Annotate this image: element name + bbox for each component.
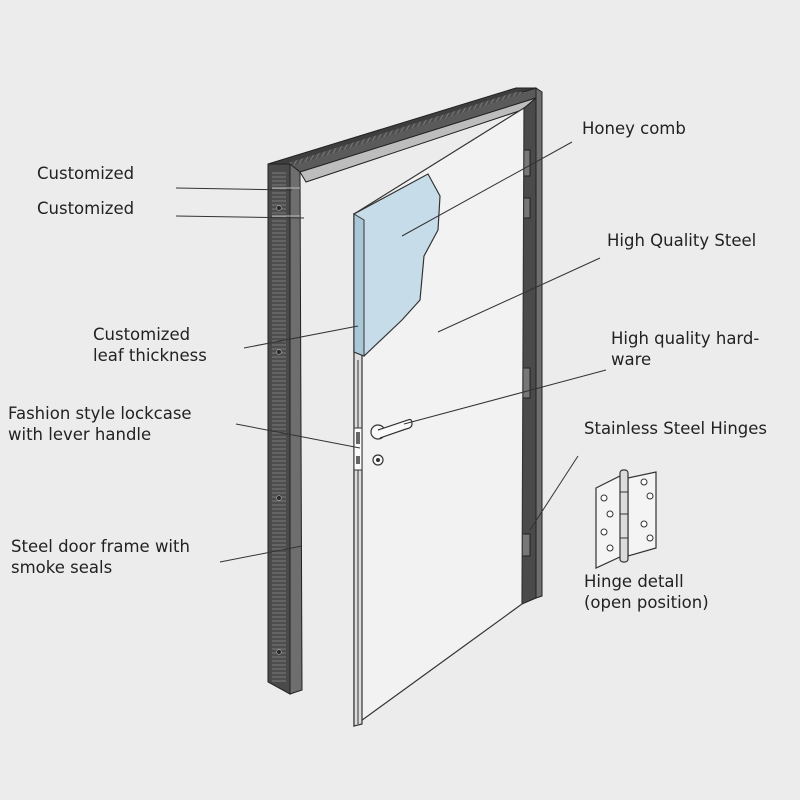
label-honeycomb: Honey comb	[582, 119, 686, 138]
label-leaf-thickness: Customized leaf thickness	[93, 325, 207, 365]
hinge-detail-illustration	[595, 469, 657, 569]
label-hardware: High quality hard- ware	[611, 329, 760, 369]
leader-lines	[175, 141, 607, 563]
frame-head	[267, 87, 537, 183]
label-customized-second: Customized	[37, 199, 135, 218]
frame-left-jamb	[267, 162, 303, 695]
label-steel-frame: Steel door frame with smoke seals	[11, 537, 190, 577]
label-hinge-detail: Hinge detall (open position)	[584, 572, 709, 612]
label-lockcase: Fashion style lockcase with lever handle	[8, 404, 192, 444]
honeycomb-cutaway	[353, 173, 441, 357]
lock-and-handle	[353, 418, 413, 471]
label-stainless-hinges: Stainless Steel Hinges	[584, 419, 768, 438]
label-high-quality-steel: High Quality Steel	[607, 231, 757, 250]
label-customized-top: Customized	[37, 164, 135, 183]
